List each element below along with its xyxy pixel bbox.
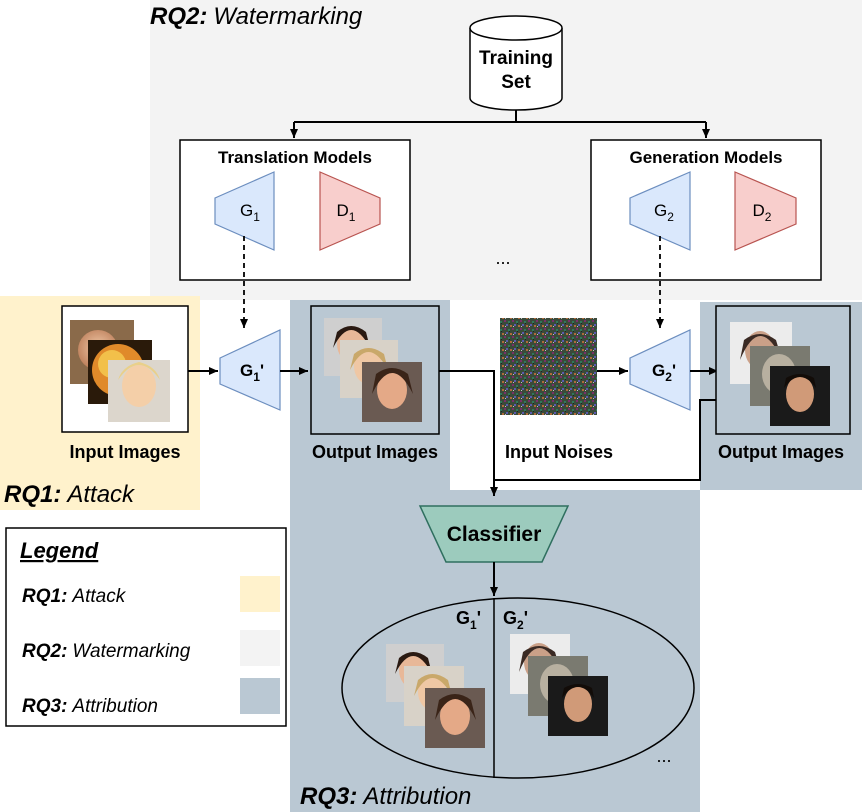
flow-output1-to-classifier	[439, 370, 498, 496]
generator-g1-prime: G1'	[219, 329, 281, 411]
rq1-title: RQ1:Attack	[4, 481, 136, 508]
d2-label: D2	[753, 201, 772, 224]
rq3-title: RQ3:Attribution	[300, 783, 471, 810]
legend-swatch-rq1	[240, 576, 280, 612]
rq2-title: RQ2:Watermarking	[150, 3, 363, 30]
g1-label: G1	[240, 201, 260, 224]
legend-item-rq2: RQ2:Watermarking	[22, 641, 191, 662]
legend: Legend RQ1:Attack RQ2:Watermarking RQ3:A…	[5, 527, 287, 727]
legend-swatch-rq3	[240, 678, 280, 714]
classifier: Classifier	[418, 505, 570, 563]
attribution-ellipsis: ...	[656, 746, 671, 766]
flow-output2-to-classifier	[494, 399, 716, 481]
models-ellipsis: ...	[495, 248, 510, 268]
translation-models-title: Translation Models	[218, 148, 372, 167]
training-set-database: Training Set	[469, 15, 563, 111]
classifier-label: Classifier	[447, 523, 542, 546]
discriminator-d1-shape	[319, 171, 381, 251]
training-set-line2: Set	[501, 72, 531, 93]
generator-g2-shape	[629, 171, 691, 251]
d1-label: D1	[337, 201, 356, 224]
input-images-box	[61, 305, 189, 433]
input-noises-label: Input Noises	[505, 442, 613, 462]
legend-title: Legend	[20, 538, 99, 563]
output-images-box-1	[310, 305, 440, 435]
input-noise-image	[500, 318, 597, 415]
training-split-line	[294, 110, 706, 123]
output-images-box-2	[715, 305, 851, 435]
attribution-right-header: G2'	[503, 608, 528, 632]
generator-g2-prime: G2'	[629, 329, 691, 411]
output-images-label-2: Output Images	[718, 442, 844, 462]
generator-g1-shape	[214, 171, 275, 251]
legend-swatch-rq2	[240, 630, 280, 666]
output-images-label-1: Output Images	[312, 442, 438, 462]
discriminator-d2-shape	[734, 171, 797, 251]
training-set-line1: Training	[479, 48, 553, 69]
attribution-left-header: G1'	[456, 608, 481, 632]
translation-models-box: Translation Models G1 D1	[179, 139, 411, 281]
g2-prime-label: G2'	[652, 361, 676, 384]
legend-item-rq3: RQ3:Attribution	[22, 696, 158, 717]
legend-item-rq1: RQ1:Attack	[22, 586, 127, 607]
g1-prime-label: G1'	[240, 361, 264, 384]
generation-models-title: Generation Models	[629, 148, 782, 167]
generation-models-box: Generation Models G2 D2	[590, 139, 822, 281]
attribution-ellipse: G1' G2' ...	[341, 597, 695, 779]
input-images-label: Input Images	[69, 442, 180, 462]
g2-label: G2	[654, 201, 674, 224]
